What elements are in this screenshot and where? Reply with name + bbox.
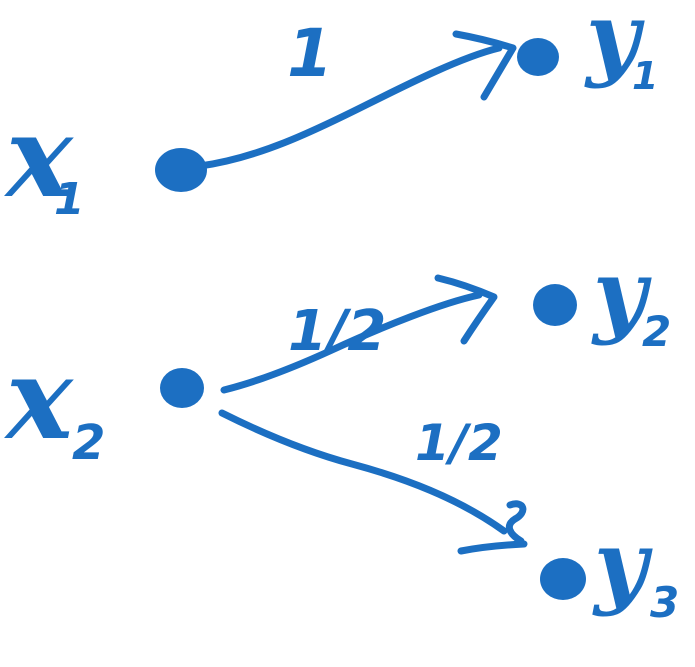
edge-x1-y1: [196, 30, 517, 170]
edge-x1-y1-shaft: [196, 44, 503, 170]
node-x1-dot: [155, 148, 207, 192]
edge-x2-y3: [218, 409, 528, 555]
node-y3-label-subscript: 3: [650, 578, 679, 627]
arrowhead-icon: [452, 30, 517, 101]
edge-x1-y1-probability-label: 1: [287, 15, 333, 92]
node-y2-dot: [533, 284, 577, 326]
node-y2-label-subscript: 2: [642, 307, 671, 356]
node-y1-dot: [517, 38, 559, 76]
node-y1-label-subscript: 1: [632, 54, 658, 98]
node-y1-label-base: y: [584, 0, 645, 90]
node-x1-label-base: x: [4, 92, 74, 223]
edge-x2-y2: [220, 274, 498, 394]
edge-x2-y3-probability-label: 1/2: [415, 414, 503, 472]
node-x2-label: x 2: [4, 334, 105, 471]
edge-x2-y2-shaft: [220, 291, 483, 394]
node-x1-label-subscript: 1: [54, 174, 85, 225]
node-y1-label: y 1: [584, 0, 658, 98]
node-y3-dot: [540, 558, 586, 600]
arrowhead-curl-icon: [505, 500, 527, 545]
edge-x2-y3-shaft: [218, 409, 508, 535]
node-y3-label-base: y: [592, 510, 653, 618]
node-y2-label: y 2: [591, 239, 671, 356]
node-x1-label: x 1: [4, 92, 85, 225]
edge-x2-y2-probability-label: 1/2: [288, 299, 386, 364]
node-y2-label-base: y: [591, 239, 652, 347]
node-y3-label: y 3: [592, 510, 679, 627]
arrowhead-base-icon: [457, 540, 528, 555]
node-x2-label-base: x: [4, 334, 74, 465]
node-x2-dot: [160, 368, 204, 408]
node-x2-label-subscript: 2: [72, 415, 105, 471]
arrowhead-icon: [434, 274, 498, 345]
